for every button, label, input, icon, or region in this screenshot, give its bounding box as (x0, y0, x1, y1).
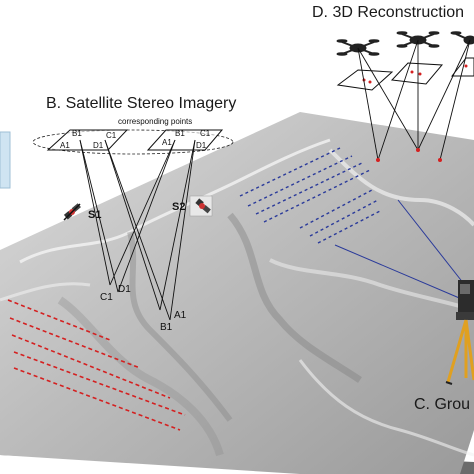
terrain-ridge (57, 296, 224, 457)
ground-point-label: B1 (160, 322, 173, 333)
image-point (410, 70, 414, 74)
projection-rays (79, 139, 196, 321)
reconstruction-panel-title: D. 3D Reconstruction (312, 4, 464, 21)
blue-flight-line (309, 199, 379, 237)
left-image-point-label: B1 (72, 129, 82, 138)
left-image-point-label: A1 (60, 141, 70, 150)
blue-flight-line (317, 209, 383, 244)
red-flight-line (11, 334, 171, 399)
blue-flight-line (247, 155, 353, 207)
terrain-ridge (269, 258, 474, 312)
terrain-ridge (0, 282, 91, 302)
satellite-icon (189, 195, 213, 217)
right-image-plane (146, 129, 224, 151)
right-image-point-label: A1 (162, 138, 172, 147)
drone-rays (357, 39, 471, 161)
terrain-surface (0, 112, 474, 474)
ground-panel-title: C. Grou (414, 396, 470, 413)
right-image-point-label: D1 (196, 141, 207, 150)
ground-point-label: A1 (174, 310, 187, 321)
right-image-point-label: B1 (175, 129, 185, 138)
ground-point-label: D1 (118, 284, 131, 295)
ground-target-point (438, 158, 442, 162)
left-panel-edge (0, 131, 11, 189)
ground-link-line (334, 244, 465, 301)
tripod-icon (446, 319, 474, 383)
satellite-s1-label: S1 (88, 209, 101, 221)
left-image-point-label: D1 (93, 141, 104, 150)
blue-flight-line (299, 189, 373, 229)
drone-image-frame (390, 62, 444, 85)
drone-icon (336, 39, 380, 56)
blue-flight-line (263, 169, 371, 223)
terrain-model (0, 112, 474, 474)
red-flight-line (7, 299, 111, 341)
satellite-s2-label: S2 (172, 201, 185, 213)
ground-point-label: C1 (100, 292, 113, 303)
satellite-icon (63, 203, 81, 221)
satellite-panel-title: B. Satellite Stereo Imagery (46, 95, 236, 112)
blue-flight-line (239, 147, 341, 197)
ground-link-line (397, 199, 465, 285)
red-flight-paths (7, 299, 186, 431)
corresponding-points-label: corresponding points (118, 117, 192, 126)
blue-flight-paths (239, 147, 383, 244)
terrain-ridge (19, 138, 331, 264)
blue-flight-line (255, 162, 363, 215)
terrain-ridge (328, 148, 474, 227)
ground-target-point (376, 158, 380, 162)
correspondence-ellipse (32, 129, 234, 155)
ground-target-point (416, 148, 420, 152)
laser-scanner-icon (456, 280, 474, 320)
red-flight-line (9, 317, 141, 369)
terrain-ridge (298, 359, 474, 457)
terrain-ridge (227, 212, 362, 383)
image-point (464, 64, 468, 68)
tripod-foot (445, 381, 453, 385)
red-flight-line (13, 367, 181, 431)
drone-icon (450, 31, 474, 45)
left-image-point-label: C1 (106, 131, 117, 140)
image-point (368, 80, 372, 84)
terrain-ridge (127, 231, 233, 422)
right-image-point-label: C1 (200, 129, 211, 138)
image-point (418, 72, 422, 76)
red-flight-line (13, 351, 186, 416)
